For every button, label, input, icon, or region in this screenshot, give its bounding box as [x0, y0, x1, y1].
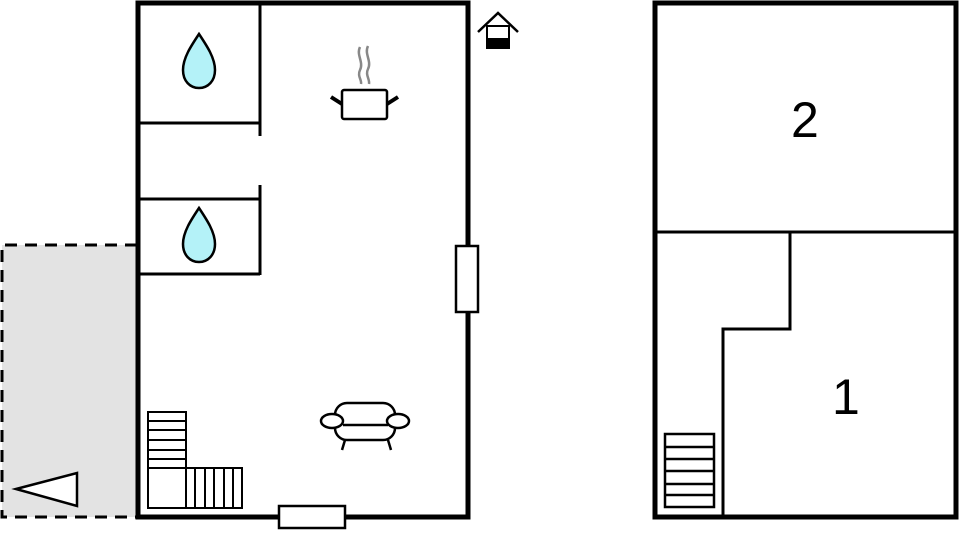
- sofa-icon: [319, 401, 411, 451]
- house-icon: [477, 11, 519, 49]
- window-right: [454, 244, 480, 314]
- entrance-arrow-icon: [11, 471, 79, 508]
- room-number-2: 2: [791, 92, 819, 148]
- stairs-icon: [147, 411, 243, 509]
- cooking-pot-icon: [329, 45, 400, 121]
- stairs-icon: [663, 432, 716, 509]
- upper-floor-walls: [652, 0, 959, 520]
- terrace: [0, 243, 137, 519]
- water-drop-icon: [181, 31, 217, 90]
- room-number-1: 1: [832, 369, 860, 425]
- window-bottom: [277, 504, 347, 530]
- water-drop-icon: [181, 205, 217, 264]
